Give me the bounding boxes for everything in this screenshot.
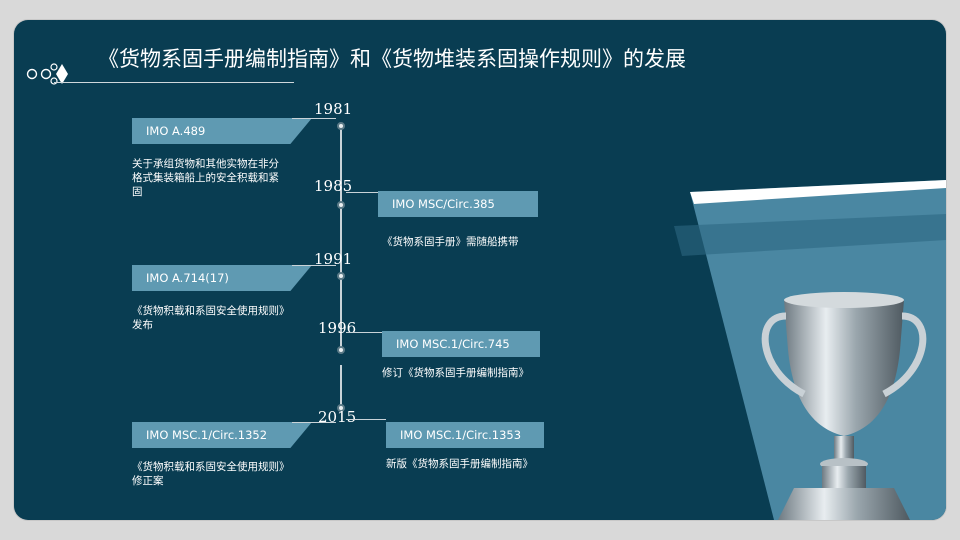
entry-tag: IMO MSC.1/Circ.1352 — [132, 422, 312, 448]
year-label: 1991 — [314, 250, 353, 268]
year-label: 2015 — [318, 408, 357, 426]
tag-connector — [346, 332, 386, 333]
timeline-dot-1981 — [337, 122, 345, 130]
timeline-dot-1991 — [337, 272, 345, 280]
slide: 《货物系固手册编制指南》和《货物堆装系固操作规则》的发展 — [14, 20, 946, 520]
entry-tag: IMO A.489 — [132, 118, 312, 144]
tag-connector — [292, 265, 336, 266]
timeline-axis-lower — [340, 365, 342, 405]
entry-description: 关于承组货物和其他实物在非分格式集装箱船上的安全积载和紧固 — [132, 158, 279, 198]
tag-connector — [346, 192, 386, 193]
year-label: 1981 — [314, 100, 353, 118]
trophy-panel — [674, 180, 946, 520]
entry-description: 修订《货物系固手册编制指南》 — [382, 367, 529, 379]
year-label: 1985 — [314, 177, 353, 195]
timeline-axis — [340, 124, 342, 348]
entry-tag: IMO MSC.1/Circ.1353 — [386, 422, 544, 448]
title-underline — [54, 82, 294, 83]
timeline-dot-1985 — [337, 201, 345, 209]
tag-connector — [346, 419, 386, 420]
entry-tag: IMO A.714(17) — [132, 265, 312, 291]
trophy-image — [761, 292, 927, 520]
timeline-dot-2015 — [337, 404, 345, 412]
entry-tag: IMO MSC/Circ.385 — [378, 191, 538, 217]
entry-tag: IMO MSC.1/Circ.745 — [382, 331, 540, 357]
entry-description: 《货物积载和系固安全使用规则》修正案 — [132, 461, 285, 487]
entry-description: 《货物积载和系固安全使用规则》发布 — [132, 305, 285, 331]
entry-description: 新版《货物系固手册编制指南》 — [386, 458, 533, 470]
diamond-knot-icon — [26, 63, 68, 85]
timeline-dot-1996 — [337, 346, 345, 354]
tag-connector — [292, 422, 336, 423]
year-label: 1996 — [318, 319, 357, 337]
page-title: 《货物系固手册编制指南》和《货物堆装系固操作规则》的发展 — [98, 47, 686, 71]
tag-connector — [292, 118, 336, 119]
entry-description: 《货物系固手册》需随船携带 — [382, 236, 519, 248]
